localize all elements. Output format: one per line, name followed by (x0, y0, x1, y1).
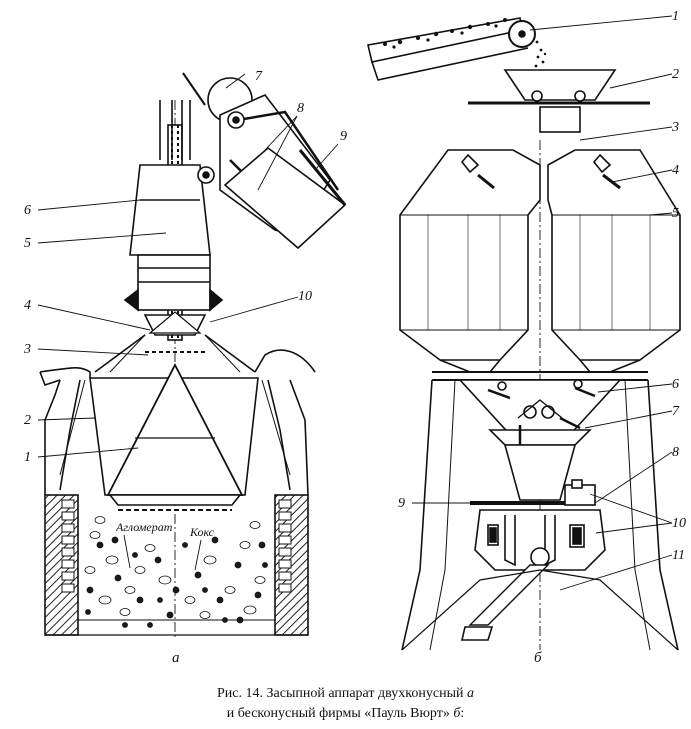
callout-right-1: 1 (672, 9, 679, 24)
callout-left-4: 4 (24, 298, 31, 313)
callout-right-3: 3 (671, 120, 679, 135)
callout-right-4: 4 (672, 163, 679, 178)
bin-left (399, 149, 541, 361)
conveyor (367, 17, 547, 81)
figure-caption-line-1: Рис. 14. Засыпной аппарат двухконусный а (0, 686, 691, 702)
caption-line2-italic: б (453, 706, 461, 721)
two-cone-apparatus (39, 72, 347, 640)
caption-line1-italic: а (466, 686, 474, 701)
callout-left-1: 1 (24, 450, 31, 465)
callout-left-7: 7 (255, 69, 263, 84)
callout-right-10: 10 (672, 516, 686, 531)
callout-left-10: 10 (298, 289, 312, 304)
burden-material (84, 516, 268, 628)
caption-line1-text: Рис. 14. Засыпной аппарат двухконусный (217, 686, 467, 701)
callout-left-2: 2 (24, 413, 31, 428)
callout-left-9: 9 (340, 129, 347, 144)
caption-line2-end: : (460, 706, 465, 721)
callout-left-8: 8 (297, 101, 304, 116)
label-coke: Кокс (189, 525, 215, 539)
caption-line2-text: и бесконусный фирмы «Пауль Вюрт» (226, 706, 454, 721)
callout-left-6: 6 (24, 203, 31, 218)
label-agglomerate: Агломерат (115, 520, 173, 534)
skip-bucket (182, 72, 347, 250)
figure-caption-line-2: и бесконусный фирмы «Пауль Вюрт» б: (0, 706, 691, 722)
callout-left-5: 5 (24, 236, 31, 251)
left-leader-lines (37, 73, 339, 571)
callout-left-3: 3 (23, 342, 31, 357)
callout-right-2: 2 (672, 67, 679, 82)
sublabel-a: а (172, 650, 180, 666)
callout-right-7: 7 (672, 404, 680, 419)
right-leader-lines (412, 15, 673, 591)
callout-right-11: 11 (672, 548, 685, 563)
callout-right-9: 9 (398, 496, 405, 511)
bellless-apparatus (367, 17, 681, 651)
sublabel-b: б (534, 650, 542, 666)
callout-right-8: 8 (672, 445, 679, 460)
callout-right-6: 6 (672, 377, 679, 392)
callout-right-5: 5 (672, 206, 679, 221)
